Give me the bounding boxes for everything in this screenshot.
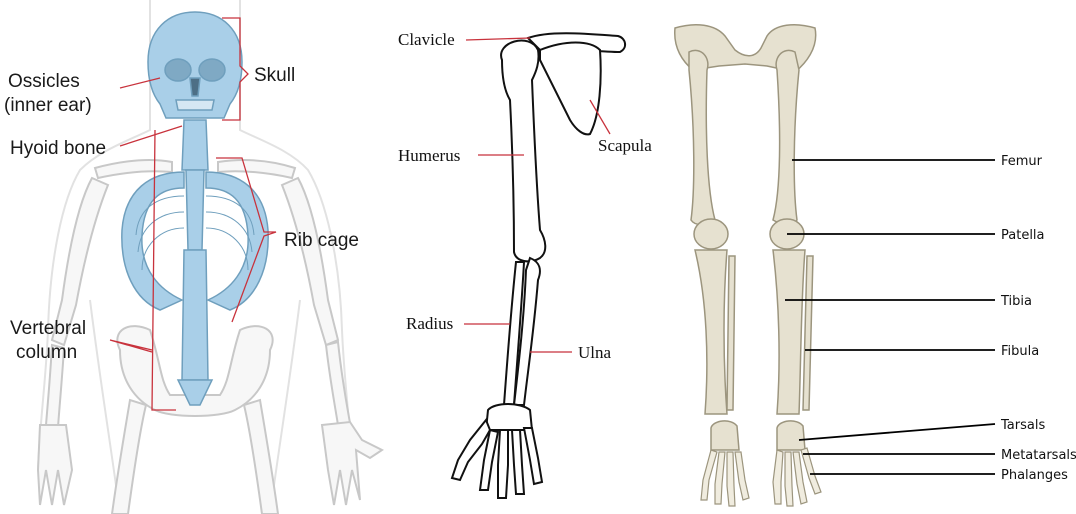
label-vertebral-line1: Vertebral: [10, 318, 86, 339]
sternum: [186, 170, 204, 250]
middle-finger-shape: [498, 430, 508, 498]
label-phalanges: Phalanges: [1001, 468, 1068, 483]
label-radius: Radius: [406, 314, 453, 333]
label-metatarsals: Metatarsals: [1001, 448, 1076, 463]
right-femur-gray: [244, 400, 278, 514]
label-tibia: Tibia: [1000, 294, 1032, 309]
label-ossicles-line1: Ossicles: [8, 71, 80, 92]
left-femur-gray: [112, 400, 146, 514]
appendicular-bones-gray: [38, 160, 382, 514]
arm-bones-svg: Clavicle Scapula Humerus Radius Ulna: [390, 0, 680, 514]
label-ulna: Ulna: [578, 343, 612, 362]
scapula-shape: [540, 43, 601, 135]
right-humerus-shape: [282, 178, 338, 345]
hand-bone-outlines: [452, 404, 542, 498]
label-clavicle: Clavicle: [398, 30, 455, 49]
leg-labels: Femur Patella Tibia Fibula Tarsals Metat…: [1000, 154, 1076, 483]
humerus-shape: [501, 41, 545, 262]
little-finger-shape: [524, 428, 542, 484]
leg-bones-figure: Femur Patella Tibia Fibula Tarsals Metat…: [655, 0, 1076, 514]
label-humerus: Humerus: [398, 146, 460, 165]
leg-toe-shapes: [701, 448, 821, 506]
right-tibia-shape: [773, 250, 805, 414]
left-orbit: [165, 59, 191, 81]
left-hand-shape: [38, 425, 72, 505]
label-rib-cage: Rib cage: [284, 230, 359, 251]
label-skull: Skull: [254, 65, 295, 86]
left-tarsals-shape: [711, 421, 739, 450]
axial-skeleton-figure: Ossicles (inner ear) Skull Hyoid bone Ri…: [0, 0, 390, 514]
label-vertebral-line2: column: [16, 342, 77, 363]
label-hyoid-bone: Hyoid bone: [10, 138, 106, 159]
right-femur-shape: [773, 50, 799, 224]
right-fibula-shape: [803, 256, 813, 410]
label-patella: Patella: [1001, 228, 1045, 243]
left-fibula-shape: [727, 256, 735, 410]
leg-leader-lines: [785, 160, 995, 474]
label-femur: Femur: [1001, 154, 1043, 169]
label-ossicles-line2: (inner ear): [4, 95, 92, 116]
label-fibula: Fibula: [1001, 344, 1039, 359]
left-patella-shape: [694, 219, 728, 249]
right-tarsals-shape: [777, 421, 805, 450]
right-hand-shape: [322, 422, 382, 505]
cervical-spine: [182, 120, 208, 170]
label-tarsals: Tarsals: [1000, 418, 1045, 433]
axial-skeleton-svg: Ossicles (inner ear) Skull Hyoid bone Ri…: [0, 0, 390, 514]
left-femur-shape: [689, 50, 715, 224]
leg-bones-svg: Femur Patella Tibia Fibula Tarsals Metat…: [655, 0, 1076, 514]
nasal-cavity: [190, 78, 200, 96]
left-tibia-shape: [695, 250, 727, 414]
right-orbit: [199, 59, 225, 81]
ring-finger-shape: [512, 430, 524, 494]
lumbar-spine: [182, 250, 208, 380]
carpals-shape: [486, 404, 532, 430]
teeth: [176, 100, 214, 110]
tarsals-leader: [799, 424, 995, 440]
leg-bone-shapes: [675, 25, 816, 450]
label-scapula: Scapula: [598, 136, 652, 155]
arm-bones-figure: Clavicle Scapula Humerus Radius Ulna: [390, 0, 680, 514]
